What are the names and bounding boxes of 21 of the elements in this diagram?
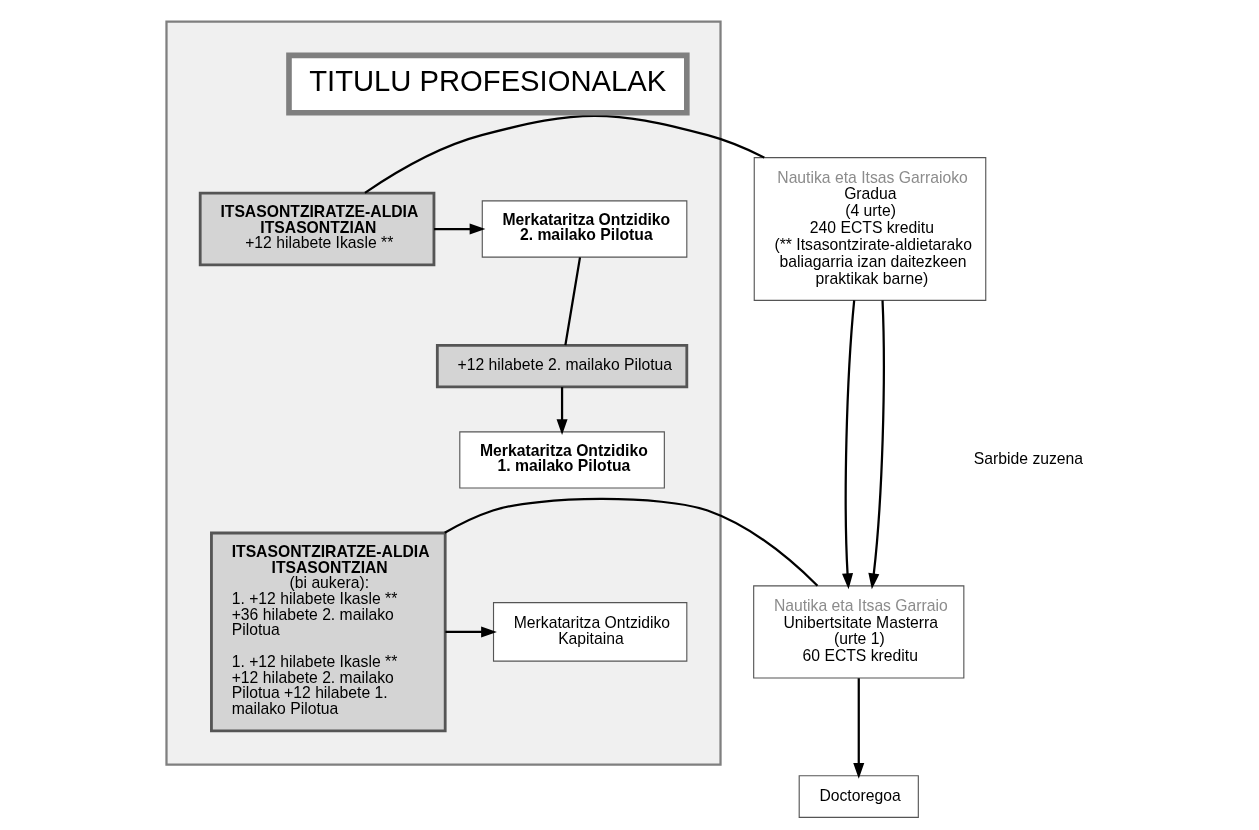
label: Sarbide zuzena: [973, 450, 1084, 468]
node-box: Merkataritza Ontzidiko 2. mailako Pilotua: [481, 200, 688, 258]
arrow: [445, 626, 497, 638]
node-box: TITULU PROFESIONALAK: [286, 52, 690, 116]
cluster: [165, 20, 722, 766]
arrow: [434, 223, 486, 235]
node-box: Doctoregoa: [798, 775, 919, 818]
connector: [364, 114, 765, 194]
arrow: [842, 300, 856, 590]
node-box: Merkataritza Ontzidiko 1. mailako Pilotua: [459, 431, 665, 489]
node-box: ITSASONTZIRATZE-ALDIA ITSASONTZIAN (bi aukera): 1. +12 hilabete Ikasle ** +36 hilabete 2. mailako Pilotua 1. +12 hilabete Ikasle ** +12 hilabete 2. mailako Pilotua +12 hilabete 1. mailako Pilotua: [210, 531, 447, 733]
node-box: Nautika eta Itsas Garraioko Gradua (4 urte) 240 ECTS kreditu (** Itsasontzirate-aldietarako baliagarria izan daitezkeen praktikak barne): [753, 157, 987, 301]
node-box: +12 hilabete 2. mailako Pilotua: [435, 343, 689, 389]
arrow: [853, 678, 865, 779]
node-box: ITSASONTZIRATZE-ALDIA ITSASONTZIAN +12 hilabete Ikasle **: [198, 191, 436, 267]
arrow: [868, 300, 885, 590]
node-box: Nautika eta Itsas Garraio Unibertsitate Masterra (urte 1) 60 ECTS kreditu: [753, 585, 965, 679]
connector: [444, 497, 819, 587]
arrow: [556, 387, 568, 436]
node-box: Merkataritza Ontzidiko Kapitaina: [492, 602, 688, 662]
connector: [564, 257, 582, 346]
